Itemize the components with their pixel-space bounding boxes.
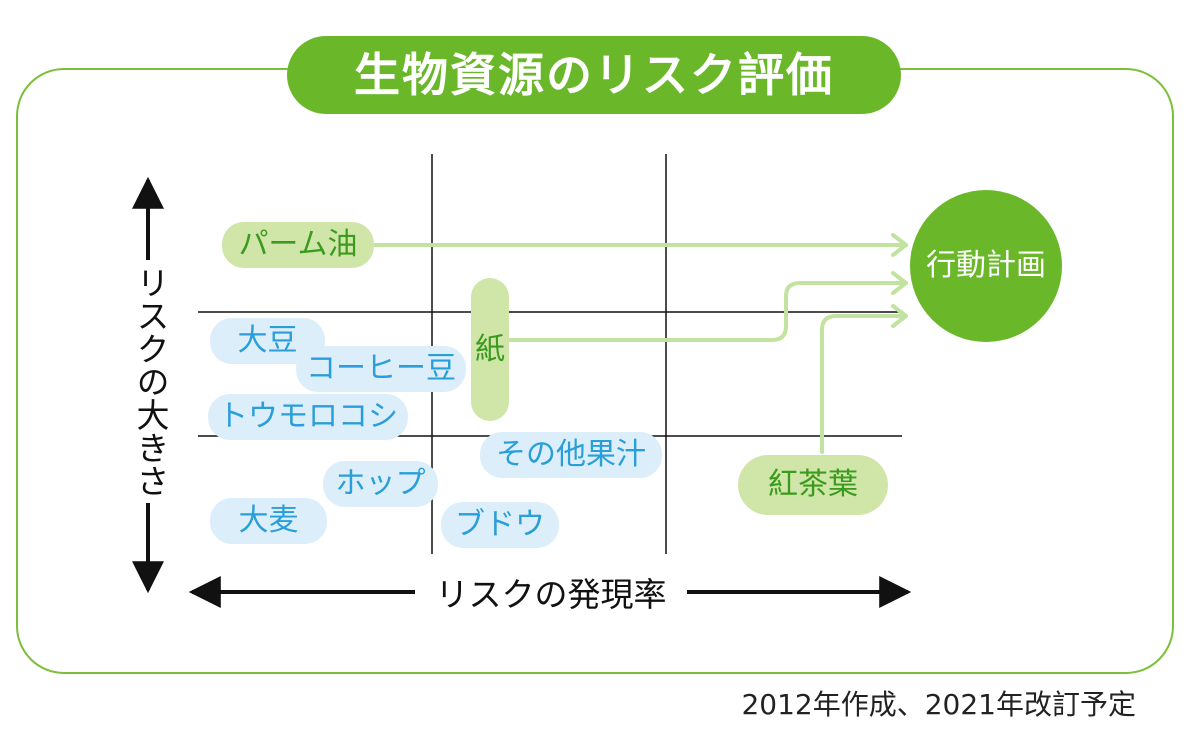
diagram-title: 生物資源のリスク評価 — [287, 36, 901, 114]
item-hops: ホップ — [323, 461, 438, 507]
action-plan-circle: 行動計画 — [910, 190, 1062, 342]
item-barley: 大麦 — [210, 498, 327, 544]
item-other-juice: その他果汁 — [480, 432, 662, 478]
arrowhead-paper — [891, 271, 908, 295]
item-paper: 紙 — [471, 278, 509, 421]
arrowhead-tea-leaf — [891, 304, 908, 328]
item-tea-leaf: 紅茶葉 — [738, 455, 888, 515]
item-coffee-bean: コーヒー豆 — [296, 346, 466, 392]
item-palm-oil: パーム油 — [222, 222, 374, 268]
item-corn: トウモロコシ — [208, 394, 408, 440]
item-grape: ブドウ — [441, 502, 559, 548]
x-axis-label: リスクの発現率 — [415, 572, 687, 618]
y-axis-label: リスクの大きさ — [128, 260, 170, 503]
arrow-tea-leaf — [820, 314, 908, 454]
footer-note: 2012年作成、2021年改訂予定 — [741, 688, 1136, 721]
arrowhead-palm-oil — [891, 233, 908, 257]
arrow-paper — [508, 281, 908, 342]
